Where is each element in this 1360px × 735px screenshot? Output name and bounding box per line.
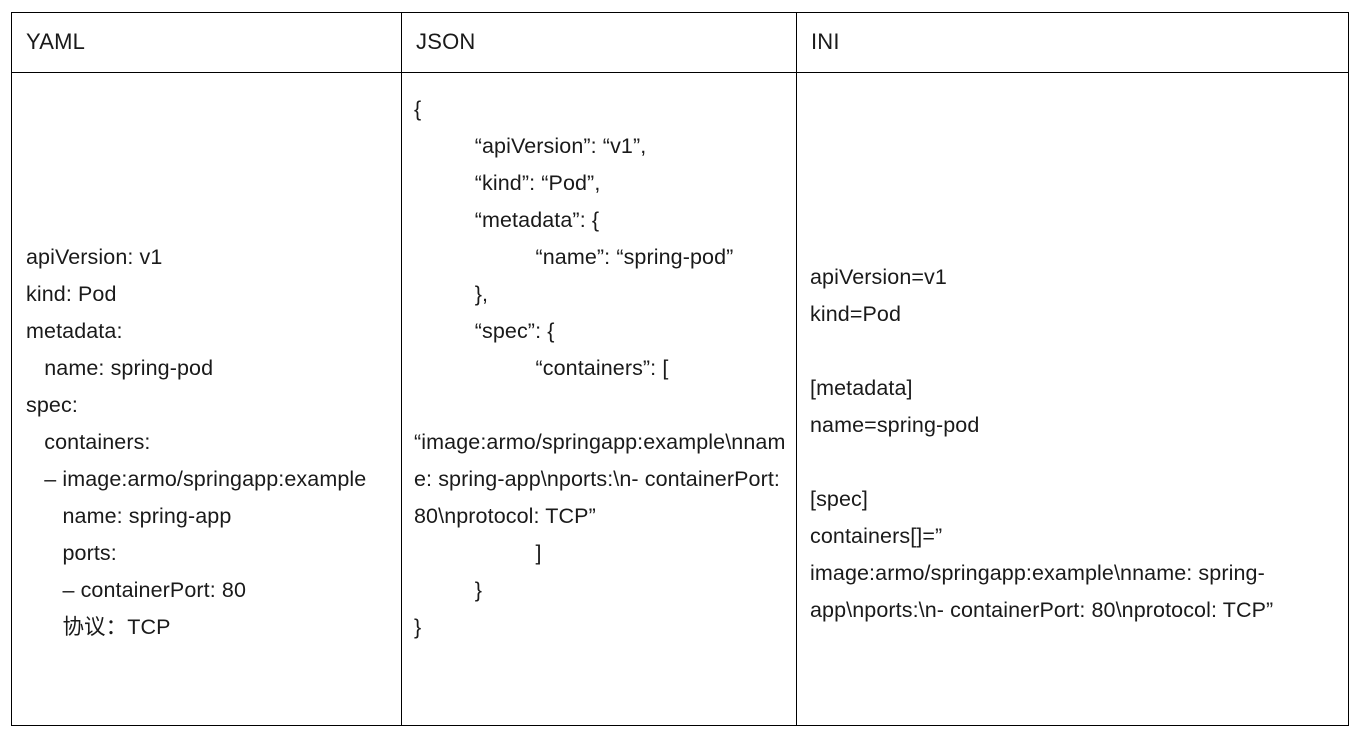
ini-code-block: apiVersion=v1 kind=Pod [metadata] name=s… — [810, 265, 1274, 622]
column-header-yaml: YAML — [11, 12, 402, 73]
table-cell-json: { “apiVersion”: “v1”, “kind”: “Pod”, “me… — [401, 72, 797, 726]
table-cell-yaml: apiVersion: v1 kind: Pod metadata: name:… — [11, 72, 402, 726]
table-body-row: apiVersion: v1 kind: Pod metadata: name:… — [11, 72, 1349, 726]
format-comparison-table: YAML JSON INI apiVersion: v1 kind: Pod m… — [11, 12, 1349, 726]
table-cell-ini: apiVersion=v1 kind=Pod [metadata] name=s… — [796, 72, 1349, 726]
column-header-ini-label: INI — [811, 29, 840, 54]
column-header-json: JSON — [401, 12, 797, 73]
column-header-json-label: JSON — [416, 29, 476, 54]
json-code-block: { “apiVersion”: “v1”, “kind”: “Pod”, “me… — [414, 97, 786, 639]
column-header-yaml-label: YAML — [26, 29, 86, 54]
table-header-row: YAML JSON INI — [11, 12, 1349, 73]
yaml-code-block: apiVersion: v1 kind: Pod metadata: name:… — [26, 245, 367, 639]
column-header-ini: INI — [796, 12, 1349, 73]
